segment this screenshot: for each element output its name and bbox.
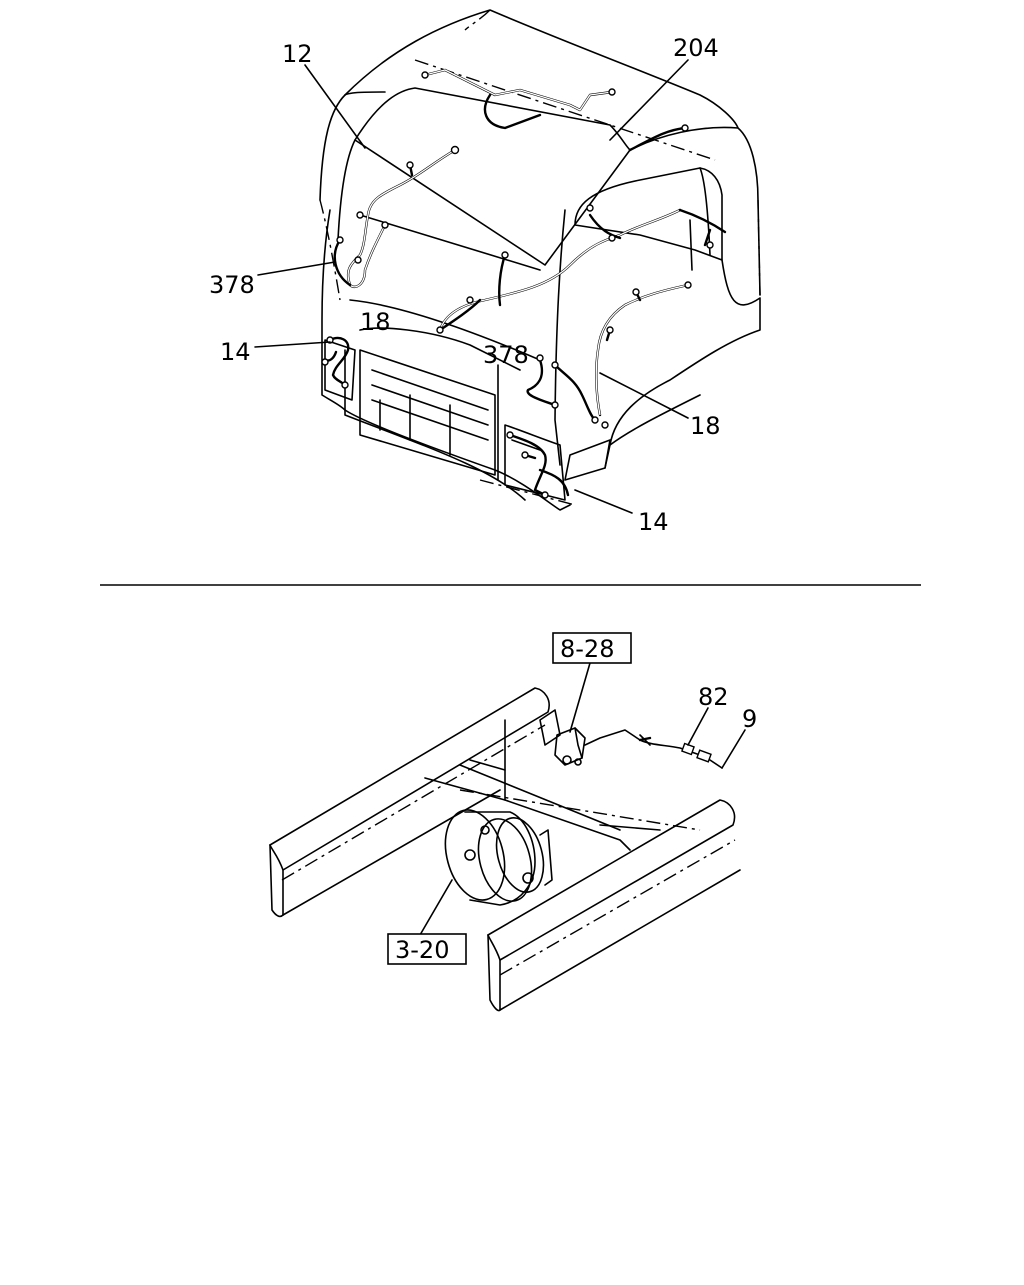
callout-378-left: 378	[209, 271, 255, 299]
reference-box-8-28: 8-28	[552, 632, 632, 664]
cab-illustration	[319, 9, 761, 511]
reference-8-28: 8-28	[560, 635, 614, 663]
leader-lines-top	[254, 59, 689, 514]
callout-378-center: 378	[483, 341, 529, 369]
callout-18-right: 18	[690, 412, 721, 440]
wiring-harness-top	[323, 68, 727, 497]
reference-3-20: 3-20	[395, 936, 449, 964]
callout-82: 82	[698, 683, 729, 711]
chassis-illustration	[269, 687, 741, 1012]
wiring-connectors-top	[321, 71, 714, 499]
brake-chamber	[444, 809, 553, 906]
callout-18-left: 18	[360, 308, 391, 336]
reference-box-3-20: 3-20	[387, 933, 467, 965]
callout-labels-top: 12 204 378 18 14 378 18 14	[209, 34, 721, 536]
callout-204: 204	[673, 34, 719, 62]
valve-assembly	[554, 727, 723, 769]
callout-14-left: 14	[220, 338, 251, 366]
leader-lines-bottom	[419, 662, 746, 936]
callout-14-right: 14	[638, 508, 669, 536]
callout-9: 9	[742, 705, 757, 733]
callout-12: 12	[282, 40, 313, 68]
